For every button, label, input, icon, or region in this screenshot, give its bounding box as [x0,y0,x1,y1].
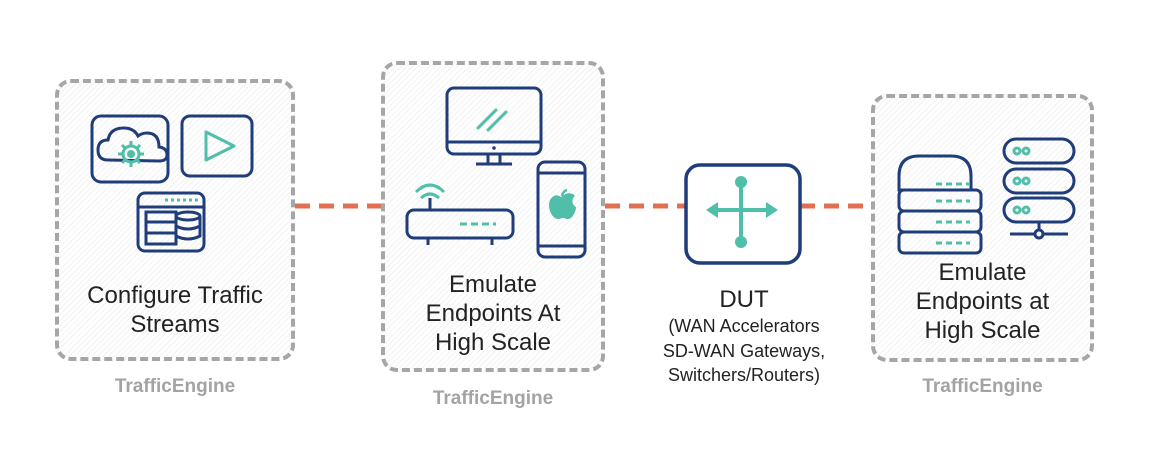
wifi-router-icon [405,183,515,245]
dut-description-line: (WAN Accelerators [668,316,820,336]
database-server-icon [136,191,206,253]
desktop-monitor-icon [445,86,543,166]
smartphone-icon [536,160,587,259]
caption-trafficengine-left: TrafficEngine [114,376,236,397]
server-rack-icon [1002,137,1076,240]
dut-description-line: SD-WAN Gateways, [662,341,826,361]
dut-title: DUT [719,286,769,313]
caption-trafficengine-center: TrafficEngine [432,388,554,409]
server-stack-icon [897,154,983,255]
video-play-icon [180,114,254,178]
routing-arrows-icon [684,163,802,265]
panel-label-emulate-endpoints-right: Emulate Endpoints at High Scale [915,259,1050,344]
caption-trafficengine-right: TrafficEngine [922,376,1043,397]
dut-description-line: Switchers/Routers) [667,365,821,385]
panel-label-emulate-endpoints-center: Emulate Endpoints At High Scale [425,271,561,356]
panel-label-configure-traffic: Configure Traffic Streams [87,282,263,338]
cloud-settings-icon [90,114,170,184]
